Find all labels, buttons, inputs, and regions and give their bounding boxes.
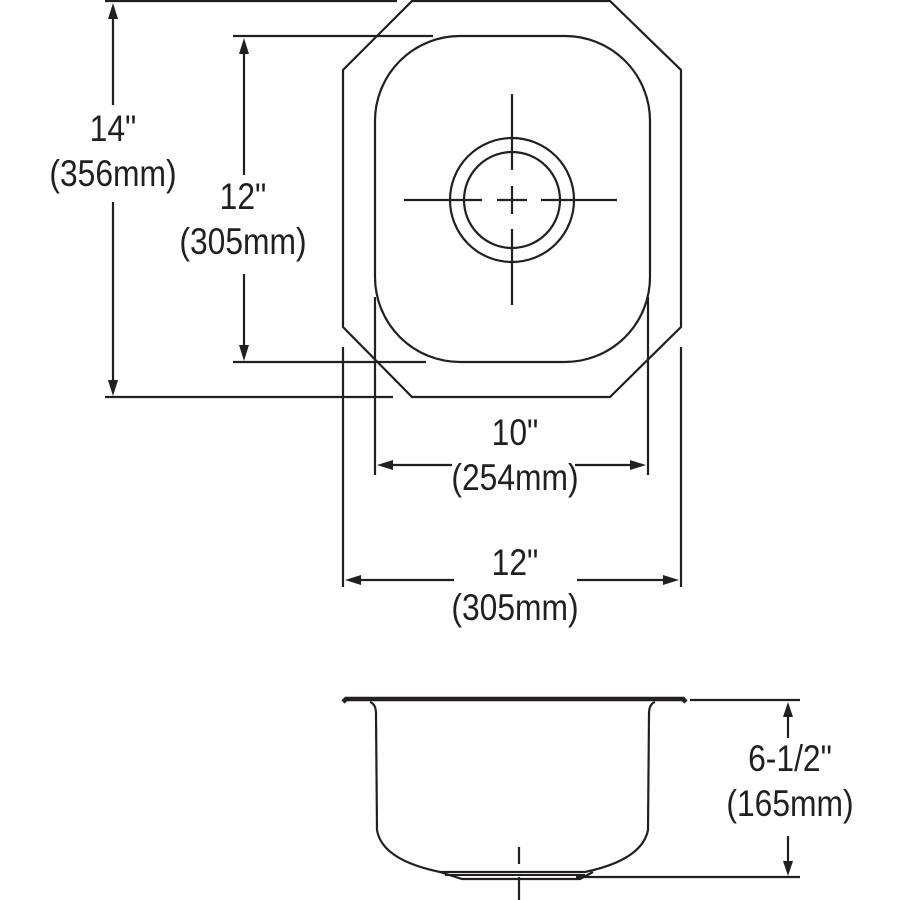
label-imperial: 12" [491,542,539,583]
drain-centerline-icon [404,94,617,305]
dimension-overall-width [341,347,683,587]
dimension-bowl-width [373,297,650,475]
arrow-down-icon [783,861,793,876]
label-bowl-depth: 6-1/2" (165mm) [721,736,859,826]
label-overall-width: 12" (305mm) [451,540,580,630]
top-view [341,0,683,399]
arrow-left-icon [345,575,361,585]
arrow-down-icon [239,345,249,361]
label-metric: (165mm) [726,783,854,825]
dimension-overall-length [105,0,397,399]
label-metric: (305mm) [179,221,307,263]
label-bowl-length: 12" (305mm) [179,174,308,264]
side-rim [341,696,688,704]
label-imperial: 14" [89,108,137,149]
label-metric: (254mm) [451,457,579,499]
arrow-right-icon [630,460,646,470]
arrow-down-icon [108,380,118,396]
label-imperial: 6-1/2" [748,738,832,779]
arrow-up-icon [239,38,249,54]
flange-outline [341,0,683,399]
label-imperial: 12" [219,176,267,217]
bowl-outline [373,34,652,364]
arrow-right-icon [663,575,679,585]
label-metric: (305mm) [451,587,579,629]
arrow-left-icon [377,460,393,470]
label-metric: (356mm) [49,153,177,195]
side-view [341,696,800,900]
label-overall-length: 14" (356mm) [49,106,178,196]
dimension-bowl-depth [783,702,793,876]
dimension-bowl-length [233,34,433,364]
side-bowl-profile [369,700,656,874]
label-bowl-width: 10" (254mm) [451,410,580,500]
arrow-up-icon [108,3,118,19]
arrow-up-icon [783,702,793,717]
label-imperial: 10" [491,412,539,453]
